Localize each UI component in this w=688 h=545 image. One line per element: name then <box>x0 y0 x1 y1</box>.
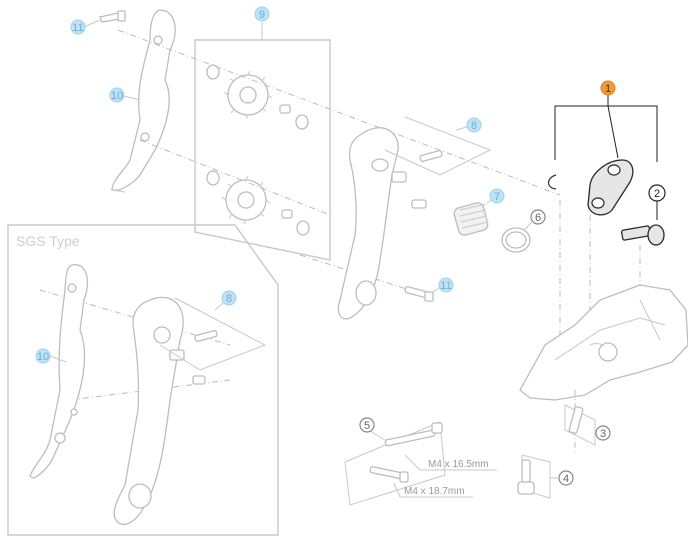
callout-6-label: 6 <box>535 212 541 224</box>
callout-8-middle-label: 8 <box>471 120 477 132</box>
outer-plate-sgs[interactable] <box>113 296 185 526</box>
bolt-5-a[interactable] <box>384 422 443 447</box>
ring-6[interactable] <box>501 227 531 253</box>
screw-11-top[interactable] <box>99 10 126 23</box>
callout-5-label: 5 <box>364 420 370 432</box>
pulley-set-frame <box>194 22 331 261</box>
screw-8-middle[interactable] <box>411 150 443 209</box>
bolt-size-label-b-text: M4 x 18.7mm <box>404 486 465 497</box>
bolt-size-label-a: M4 x 16.5mm <box>404 454 497 471</box>
callout-1[interactable]: 1 <box>600 80 616 96</box>
callout-7-label: 7 <box>494 191 500 203</box>
callout-4[interactable]: 4 <box>558 470 574 486</box>
sgs-type-title: SGS Type <box>16 233 80 249</box>
callout-10-top-label: 10 <box>111 90 123 102</box>
callout-11-middle-label: 11 <box>440 280 451 292</box>
callout-1-bracket <box>554 94 658 220</box>
bolt-size-label-b: M4 x 18.7mm <box>393 482 473 498</box>
callout-10-sgs[interactable]: 10 <box>35 348 51 364</box>
guide-frame-8-sgs <box>159 297 267 371</box>
pivot-axle-2[interactable] <box>621 224 665 246</box>
callout-3[interactable]: 3 <box>595 425 611 441</box>
b-link-plate-1[interactable] <box>587 159 634 216</box>
callout-8-middle[interactable]: 8 <box>466 117 482 133</box>
callout-5[interactable]: 5 <box>359 417 375 433</box>
pulley-set-parts[interactable] <box>206 64 310 236</box>
screw-8-sgs[interactable] <box>192 330 218 385</box>
callout-1-label: 1 <box>605 83 611 95</box>
bolt-4[interactable] <box>517 454 551 499</box>
spring-bushing-7[interactable] <box>453 202 489 237</box>
inner-plate-sgs[interactable] <box>29 264 88 479</box>
sgs-type-frame: SGS Type <box>7 224 279 536</box>
callout-10-top[interactable]: 10 <box>109 87 125 103</box>
outer-plate-middle[interactable] <box>337 127 407 320</box>
bolt-size-label-a-text: M4 x 16.5mm <box>428 459 489 470</box>
callout-8-sgs-label: 8 <box>226 293 232 305</box>
bolt-5-b[interactable] <box>369 466 409 483</box>
callout-11-top-label: 11 <box>72 22 83 34</box>
inner-plate-top[interactable] <box>111 9 176 193</box>
callout-2[interactable]: 2 <box>648 184 666 202</box>
callout-4-label: 4 <box>563 473 569 485</box>
derailleur-body[interactable] <box>519 284 688 401</box>
callout-9-label: 9 <box>259 9 265 21</box>
callout-6[interactable]: 6 <box>530 209 546 225</box>
snap-ring[interactable] <box>547 174 557 190</box>
screw-3[interactable] <box>564 404 596 446</box>
screw-11-middle[interactable] <box>404 286 434 302</box>
callout-9[interactable]: 9 <box>254 6 270 22</box>
callout-10-sgs-label: 10 <box>37 351 49 363</box>
callout-11-middle[interactable]: 11 <box>438 277 454 293</box>
callout-2-label: 2 <box>654 188 660 200</box>
callout-8-sgs[interactable]: 8 <box>221 290 237 306</box>
callout-7[interactable]: 7 <box>489 188 505 204</box>
callout-11-top[interactable]: 11 <box>70 19 86 35</box>
callout-3-label: 3 <box>600 428 606 440</box>
